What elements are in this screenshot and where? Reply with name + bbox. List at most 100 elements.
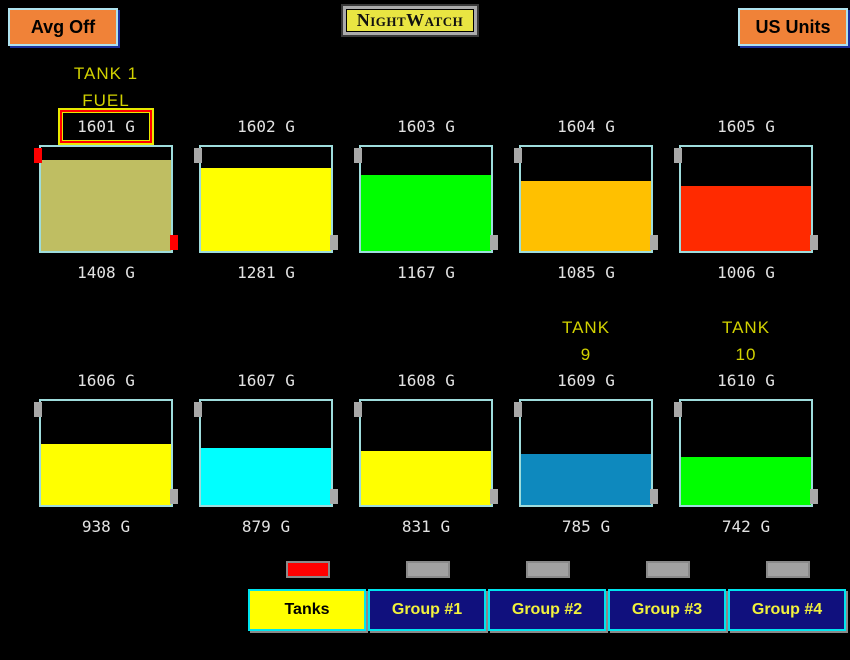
tank-fill (521, 180, 651, 251)
tank-level-gauge[interactable] (354, 145, 498, 253)
high-level-marker (514, 402, 522, 417)
low-level-marker (810, 489, 818, 504)
tab-status-indicator (406, 561, 450, 578)
tank-fill (361, 175, 491, 251)
nightwatch-logo: NightWatch (341, 4, 479, 37)
tank-cell-3: 1603 G 1167 G (346, 58, 506, 288)
nightwatch-logo-text: NightWatch (346, 9, 474, 32)
tank-level-gauge[interactable] (194, 399, 338, 507)
high-level-marker (354, 402, 362, 417)
tank-row-2: 1606 G 938 G 1607 G 879 G (26, 312, 826, 542)
tank-level-gauge[interactable] (354, 399, 498, 507)
high-level-marker (354, 148, 362, 163)
tank-capacity-label: 1602 G (223, 112, 309, 140)
tank-capacity-area: 1608 G (346, 361, 506, 399)
tank-capacity-label: 1601 G (62, 111, 150, 141)
tab-group-3[interactable]: Group #3 (608, 589, 726, 631)
tab-indicator-row (248, 561, 850, 580)
tank-cell-4: 1604 G 1085 G (506, 58, 666, 288)
tank-level-gauge[interactable] (194, 145, 338, 253)
tank-cell-7: 1607 G 879 G (186, 312, 346, 542)
tank-volume-label: 1006 G (717, 262, 775, 282)
low-level-marker (490, 235, 498, 250)
tank-capacity-area: 1606 G (26, 361, 186, 399)
tank-capacity-selection-box: 1602 G (218, 108, 314, 145)
tank-cell-9: TANK 9 1609 G 785 G (506, 312, 666, 542)
low-level-marker (810, 235, 818, 250)
tank-capacity-area: 1607 G (186, 361, 346, 399)
tank-title-line1: TANK 1 (73, 64, 139, 83)
tank-title-label: TANK 10 (666, 314, 826, 368)
tank-volume-label: 1085 G (557, 262, 615, 282)
tank-volume-label: 1167 G (397, 262, 455, 282)
tank-volume-label: 1281 G (237, 262, 295, 282)
tank-capacity-area: 1602 G (186, 107, 346, 145)
tank-title-line1: TANK (721, 318, 771, 337)
tank-fill (361, 451, 491, 505)
tank-level-gauge[interactable] (514, 145, 658, 253)
tab-status-indicator (766, 561, 810, 578)
high-level-marker (34, 402, 42, 417)
tank-capacity-label: 1607 G (223, 366, 309, 394)
avg-off-button[interactable]: Avg Off (8, 8, 118, 46)
tank-title-line2: FUEL (82, 91, 130, 110)
tank-capacity-label: 1608 G (383, 366, 469, 394)
tank-title-label: TANK 1 FUEL (26, 60, 186, 114)
tank-capacity-selection-box: 1606 G (58, 362, 154, 399)
high-level-marker (34, 148, 42, 163)
tank-volume-label: 831 G (401, 516, 451, 536)
tank-cell-8: 1608 G 831 G (346, 312, 506, 542)
tank-fill (201, 167, 331, 251)
tank-volume-label: 785 G (561, 516, 611, 536)
tank-capacity-label: 1605 G (703, 112, 789, 140)
tank-capacity-selection-box: 1604 G (538, 108, 634, 145)
tab-row: Tanks Group #1 Group #2 Group #3 Group #… (248, 589, 850, 631)
tank-capacity-selection-box: 1601 G (58, 107, 154, 145)
tank-cell-1: TANK 1 FUEL 1601 G 1408 G (26, 58, 186, 288)
tab-group-2[interactable]: Group #2 (488, 589, 606, 631)
tank-capacity-label: 1609 G (543, 366, 629, 394)
tank-capacity-selection-box: 1609 G (538, 362, 634, 399)
tank-title-line2: 10 (735, 345, 757, 364)
tank-level-gauge[interactable] (514, 399, 658, 507)
high-level-marker (194, 402, 202, 417)
tank-volume-label: 1408 G (77, 262, 135, 282)
tank-volume-label: 938 G (81, 516, 131, 536)
low-level-marker (650, 489, 658, 504)
tank-capacity-selection-box: 1607 G (218, 362, 314, 399)
tank-level-gauge[interactable] (34, 145, 178, 253)
tank-capacity-label: 1603 G (383, 112, 469, 140)
high-level-marker (674, 402, 682, 417)
tank-fill (521, 454, 651, 505)
tank-cell-10: TANK 10 1610 G 742 G (666, 312, 826, 542)
tab-status-indicator (646, 561, 690, 578)
tank-fill (41, 159, 171, 251)
tab-status-indicator (526, 561, 570, 578)
tank-title-line1: TANK (561, 318, 611, 337)
tank-cell-2: 1602 G 1281 G (186, 58, 346, 288)
low-level-marker (490, 489, 498, 504)
tank-title-line2: 9 (580, 345, 592, 364)
low-level-marker (330, 235, 338, 250)
tank-fill (41, 444, 171, 505)
tank-capacity-selection-box: 1605 G (698, 108, 794, 145)
tank-level-gauge[interactable] (674, 145, 818, 253)
tab-tanks[interactable]: Tanks (248, 589, 366, 631)
tank-fill (201, 448, 331, 505)
high-level-marker (674, 148, 682, 163)
tank-capacity-area: 1601 G (26, 107, 186, 145)
tank-level-gauge[interactable] (34, 399, 178, 507)
tab-status-indicator (286, 561, 330, 578)
us-units-button[interactable]: US Units (738, 8, 848, 46)
high-level-marker (194, 148, 202, 163)
tab-group-1[interactable]: Group #1 (368, 589, 486, 631)
low-level-marker (170, 489, 178, 504)
bottom-bar: Tanks Group #1 Group #2 Group #3 Group #… (248, 561, 850, 631)
tank-level-gauge[interactable] (674, 399, 818, 507)
high-level-marker (514, 148, 522, 163)
tank-fill (681, 185, 811, 251)
tank-cell-5: 1605 G 1006 G (666, 58, 826, 288)
tab-group-4[interactable]: Group #4 (728, 589, 846, 631)
tank-title-label: TANK 9 (506, 314, 666, 368)
